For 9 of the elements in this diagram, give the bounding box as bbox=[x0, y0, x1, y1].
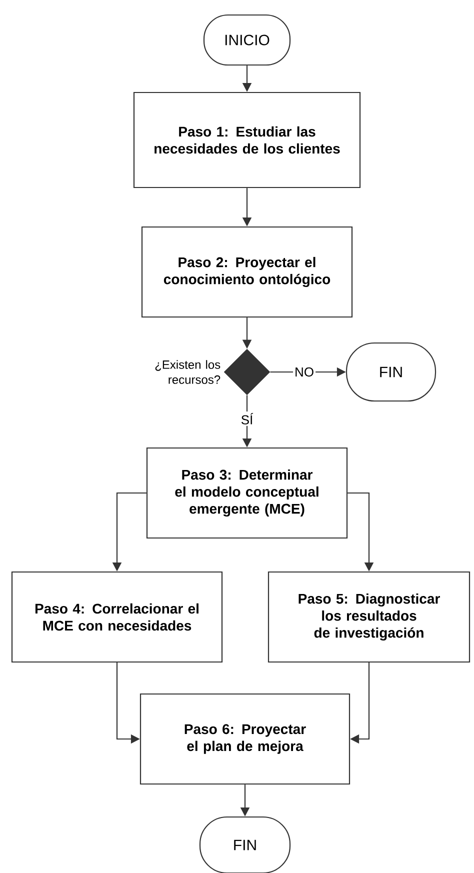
process-box: Paso 3: Determinar el modelo conceptual emergente (MCE) bbox=[146, 447, 348, 539]
process-box: Paso 2: Proyectar el conocimiento ontológico bbox=[141, 226, 353, 318]
process-box: Paso 4: Correlacionar el MCE con necesidades bbox=[11, 571, 223, 663]
decision-label: ¿Existen los recursos? bbox=[155, 360, 220, 384]
process-box: Paso 5: Diagnosticar los resultados de investigación bbox=[268, 571, 470, 663]
edge-label: NO bbox=[293, 366, 316, 378]
process-box: Paso 6: Proyectar el plan de mejora bbox=[140, 693, 350, 785]
edge-label: SÍ bbox=[239, 412, 255, 426]
process-box: Paso 1: Estudiar las necesidades de los clientes bbox=[133, 92, 361, 188]
